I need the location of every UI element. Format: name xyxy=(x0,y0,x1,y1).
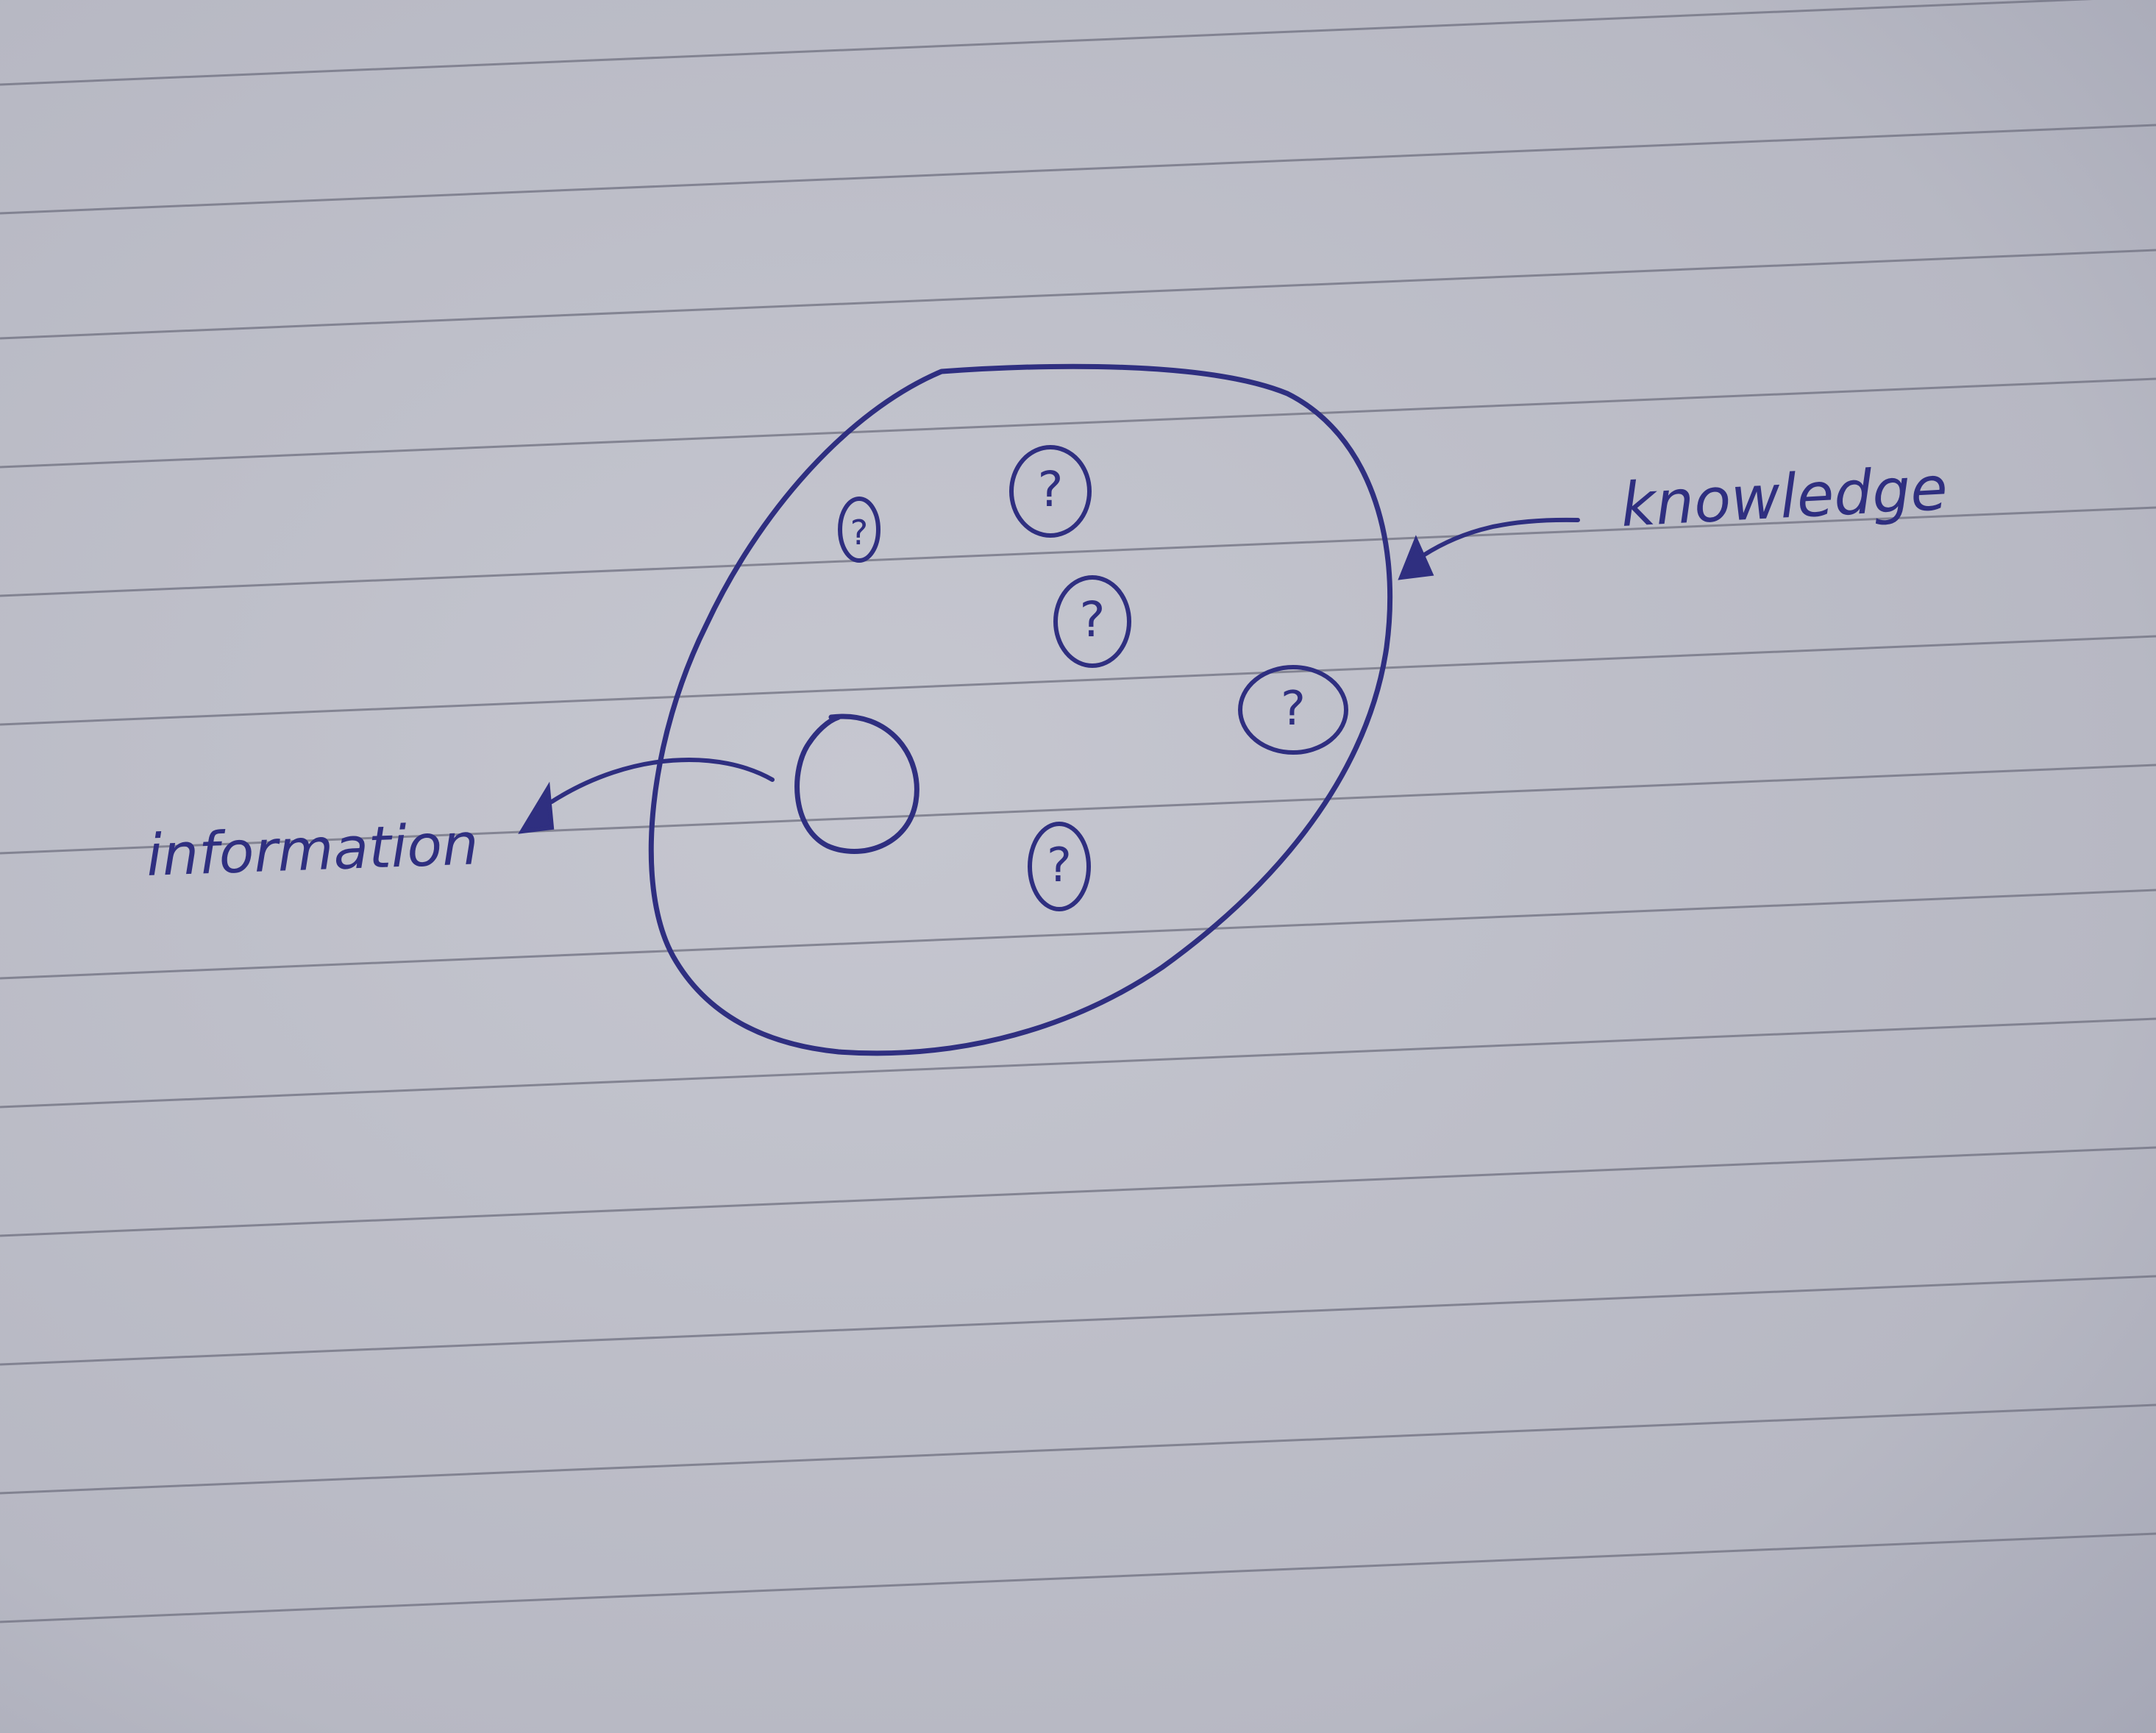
question-bubble: ? xyxy=(1053,575,1131,668)
question-mark: ? xyxy=(1037,461,1063,518)
question-bubbles: ????? xyxy=(838,445,1348,911)
rule-line xyxy=(0,249,2156,340)
rule-line xyxy=(0,124,2156,215)
knowledge-label: knowledge xyxy=(1619,454,1949,541)
question-bubble: ? xyxy=(1028,822,1091,911)
bubble-outline xyxy=(1238,665,1348,755)
rule-line xyxy=(0,506,2156,597)
question-bubble: ? xyxy=(1009,445,1092,538)
knowledge-ellipse xyxy=(648,363,1393,1056)
rule-line xyxy=(0,635,2156,726)
question-bubble: ? xyxy=(838,497,880,563)
rule-line xyxy=(0,1532,2156,1623)
rule-line xyxy=(0,889,2156,980)
rule-line xyxy=(0,1403,2156,1495)
bubble-outline xyxy=(1028,822,1091,911)
question-mark: ? xyxy=(850,513,868,552)
ruled-lines xyxy=(0,0,2156,1623)
information-circle xyxy=(794,714,919,854)
bubble-outline xyxy=(1009,445,1092,538)
bubble-outline xyxy=(838,497,880,563)
information-label: information xyxy=(146,811,480,889)
rule-line xyxy=(0,377,2156,469)
rule-line xyxy=(0,1275,2156,1366)
question-mark: ? xyxy=(1281,682,1306,736)
question-bubble: ? xyxy=(1238,665,1348,755)
rule-line xyxy=(0,1017,2156,1109)
rule-line xyxy=(0,764,2156,855)
bubble-outline xyxy=(1053,575,1131,668)
knowledge-arrow xyxy=(1398,517,1580,580)
rule-line xyxy=(0,1146,2156,1237)
information-arrow xyxy=(518,757,775,834)
rule-line xyxy=(0,0,2093,86)
question-mark: ? xyxy=(1047,839,1072,893)
question-mark: ? xyxy=(1079,591,1105,648)
